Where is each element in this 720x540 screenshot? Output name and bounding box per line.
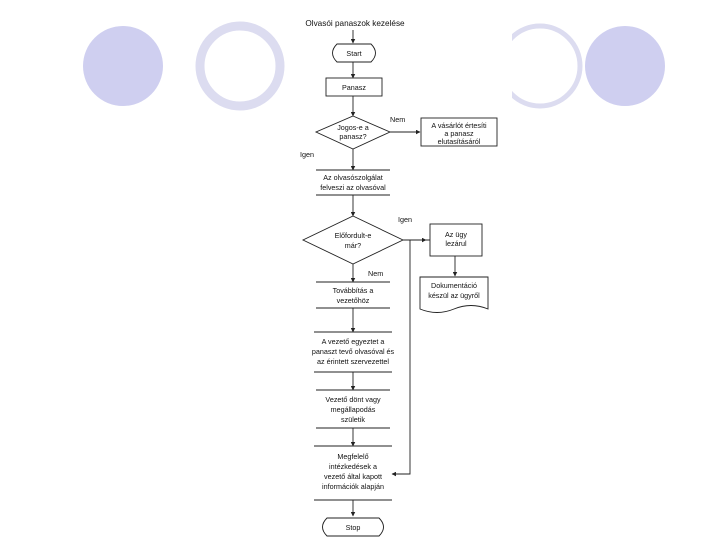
reject-line3: elutasításáról — [438, 137, 481, 146]
contact-line2: felveszi az olvasóval — [320, 183, 386, 192]
forward-line2: vezetőhöz — [337, 296, 370, 305]
edge-label-nem-1: Nem — [390, 115, 405, 124]
decision-elofordult: Előfordult-e már? — [301, 215, 405, 265]
measures-line2: intézkedések a — [329, 462, 377, 471]
start-label: Start — [346, 49, 361, 58]
reconcile-line1: A vezető egyeztet a — [322, 337, 385, 346]
decide-line3: születik — [341, 415, 365, 424]
decision-jogos-line2: panasz? — [339, 132, 366, 141]
decision-elofordult-line1: Előfordult-e — [335, 231, 372, 240]
deco-ring-left — [195, 21, 285, 111]
stop-terminal: Stop — [322, 517, 384, 537]
measures-line4: információk alapján — [322, 482, 384, 491]
decision-jogos: Jogos-e a panasz? — [314, 115, 392, 150]
edge-label-igen-1: Igen — [300, 150, 314, 159]
reject-line1: A vásárlót értesíti — [431, 121, 487, 130]
diagram-title: Olvasói panaszok kezelése — [305, 19, 405, 28]
doc-line2: készül az ügyről — [428, 291, 480, 300]
panasz-label: Panasz — [342, 83, 366, 92]
start-terminal: Start — [332, 43, 376, 63]
reconcile-line2: panaszt tevő olvasóval és — [312, 347, 395, 356]
notify-box: Az ügy lezárul — [429, 223, 483, 257]
measures-line3: vezető által kapott — [324, 472, 382, 481]
reconcile-box: A vezető egyeztet a panaszt tevő olvasóv… — [312, 331, 395, 373]
deco-circle-left — [83, 26, 163, 106]
document-shape: Dokumentáció készül az ügyről — [419, 276, 489, 313]
decide-line2: megállapodás — [331, 405, 376, 414]
measures-box: Megfelelő intézkedések a vezető által ka… — [314, 445, 392, 501]
stop-label: Stop — [346, 523, 361, 532]
decision-jogos-line1: Jogos-e a — [337, 123, 369, 132]
reject-line2: a panasz — [444, 129, 474, 138]
deco-circle-right — [585, 26, 665, 106]
reject-box: A vásárlót értesíti a panasz elutasításá… — [420, 117, 498, 147]
forward-box: Továbbítás a vezetőhöz — [316, 281, 390, 309]
edge-label-nem-2: Nem — [368, 269, 383, 278]
panasz-box: Panasz — [325, 77, 383, 97]
forward-line1: Továbbítás a — [333, 286, 374, 295]
edge-label-igen-2: Igen — [398, 215, 412, 224]
doc-line1: Dokumentáció — [431, 281, 477, 290]
decision-elofordult-line2: már? — [345, 241, 361, 250]
measures-line1: Megfelelő — [337, 452, 368, 461]
notify-line2: lezárul — [445, 239, 467, 248]
notify-line1: Az ügy — [445, 230, 467, 239]
contact-line1: Az olvasószolgálat — [323, 173, 383, 182]
reconcile-line3: az érintett szervezettel — [317, 357, 389, 366]
connectors — [350, 30, 458, 517]
decide-box: Vezető dönt vagy megállapodás születik — [316, 389, 390, 429]
contact-box: Az olvasószolgálat felveszi az olvasóval — [316, 169, 390, 196]
decide-line1: Vezető dönt vagy — [325, 395, 381, 404]
